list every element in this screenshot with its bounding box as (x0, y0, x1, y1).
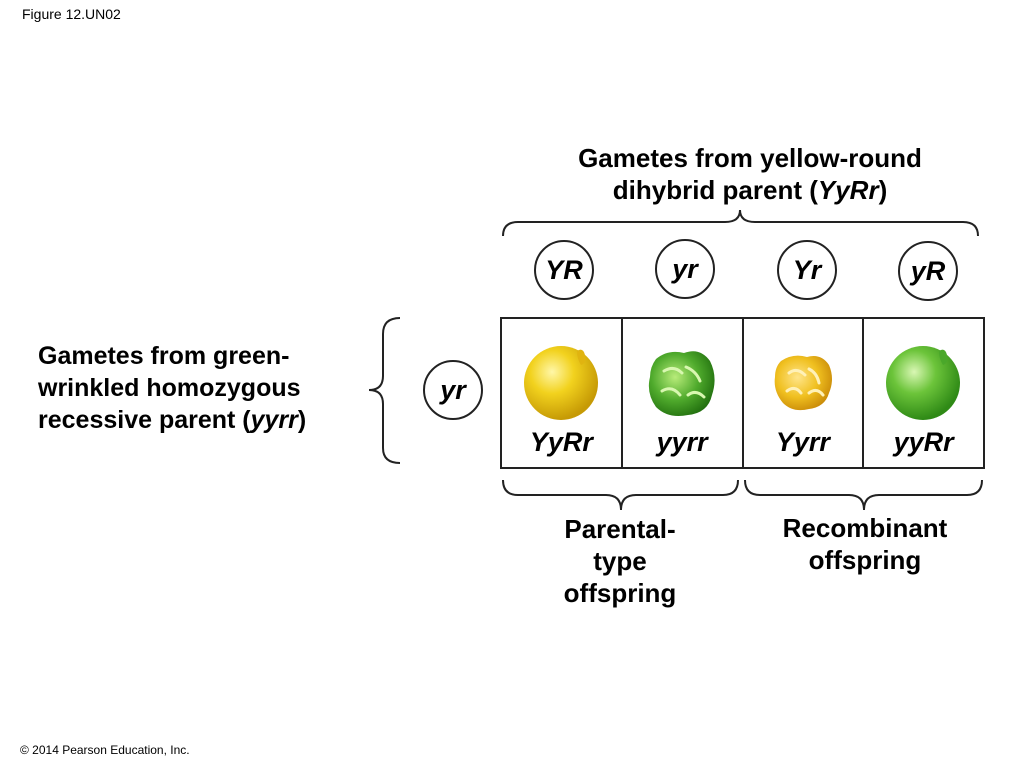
green-round-pea-icon (886, 346, 961, 420)
left-title-line3: recessive parent (yyrr) (38, 404, 378, 436)
figure-label: Figure 12.UN02 (22, 6, 121, 22)
parental-type-label: Parental- type offspring (530, 513, 710, 609)
left-title-line1: Gametes from green- (38, 342, 290, 370)
gamete-circle-Yr: Yr (777, 240, 837, 300)
top-title-genotype: YyRr (817, 175, 879, 205)
gamete-circle-left-yr: yr (423, 360, 483, 420)
left-parent-title: Gametes from green- wrinkled homozygous … (38, 340, 378, 436)
recombinant-line1: Recombinant (782, 513, 948, 543)
top-parent-title: Gametes from yellow-round dihybrid paren… (520, 142, 980, 206)
green-wrinkled-pea-icon (648, 351, 715, 416)
gamete-circle-YR: YR (534, 240, 594, 300)
parental-line2: type (593, 546, 647, 576)
gamete-circle-yr: yr (655, 239, 715, 299)
genotype-label-3: Yyrr (775, 427, 830, 457)
yellow-round-pea-icon (524, 346, 598, 420)
genotype-label-2: yyrr (656, 427, 708, 457)
copyright-notice: © 2014 Pearson Education, Inc. (20, 743, 190, 757)
offspring-cell-1: YyRr (502, 319, 623, 467)
offspring-cell-3: Yyrr (744, 319, 865, 467)
parental-line3: offspring (563, 578, 677, 608)
left-title-line2: wrinkled homozygous (38, 374, 301, 402)
recombinant-brace (744, 479, 983, 511)
recombinant-line2: offspring (808, 545, 922, 575)
top-title-line1: Gametes from yellow-round (578, 143, 922, 173)
left-title-genotype: yyrr (250, 406, 298, 434)
yellow-wrinkled-pea-icon (774, 355, 832, 411)
top-title-line2: dihybrid parent (YyRr) (520, 174, 980, 206)
gamete-circle-yR: yR (898, 241, 958, 301)
genotype-label-4: yyRr (893, 427, 954, 457)
offspring-cell-4: yyRr (864, 319, 983, 467)
left-title-suffix: ) (297, 406, 307, 434)
genotype-label-1: YyRr (529, 427, 593, 457)
left-title-prefix: recessive parent ( (38, 406, 251, 434)
left-brace (368, 317, 401, 464)
parental-brace (502, 479, 739, 511)
top-brace (502, 209, 979, 237)
recombinant-label: Recombinant offspring (745, 512, 985, 576)
top-title-prefix: dihybrid parent ( (612, 175, 818, 205)
parental-line1: Parental- (564, 514, 676, 544)
offspring-cell-2: yyrr (623, 319, 744, 467)
top-title-suffix: ) (878, 175, 888, 205)
offspring-grid: YyRr yyrr (500, 317, 985, 469)
